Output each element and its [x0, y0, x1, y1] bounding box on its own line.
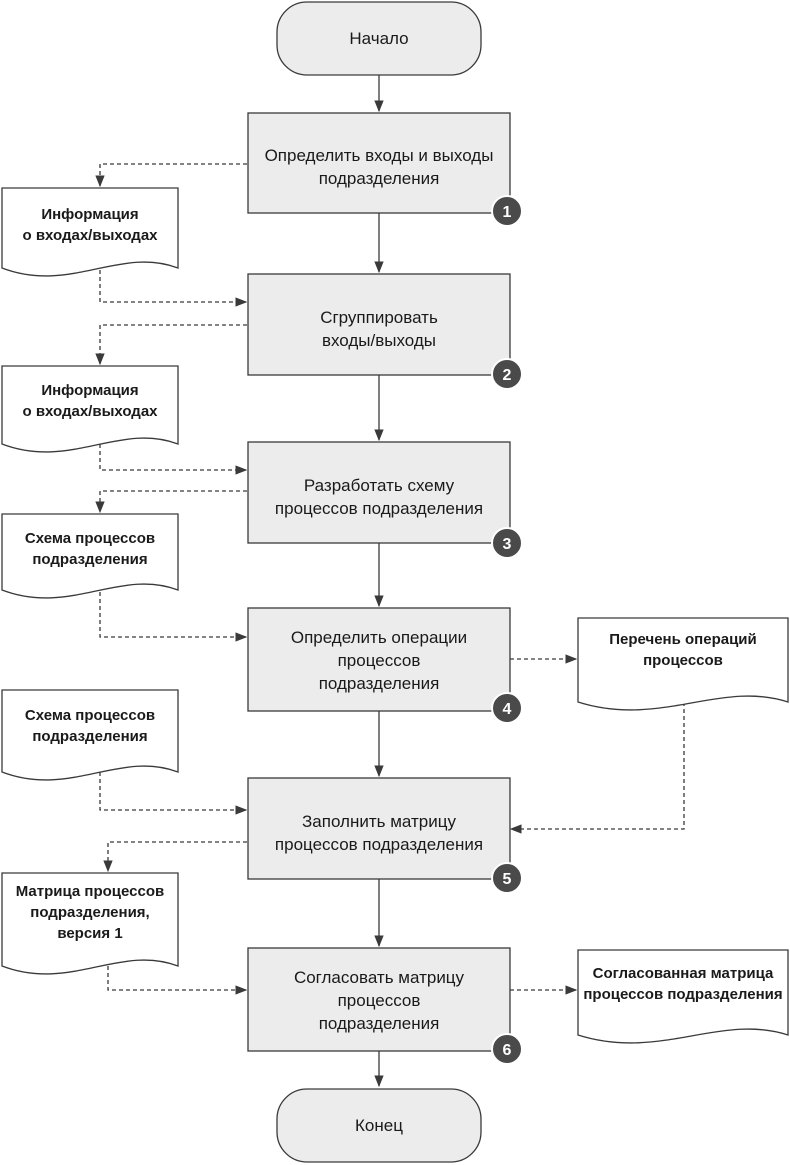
doc-process-scheme-2: Схема процессов подразделения — [1, 689, 179, 781]
terminal-end: Конец — [276, 1088, 482, 1163]
doc-matrix-approved: Согласованная матрица процессов подразде… — [577, 949, 789, 1044]
doc-process-scheme-1-line-2: подразделения — [32, 551, 147, 568]
step-4-label-line-1: Определить операции — [291, 628, 467, 647]
step-6-number-badge — [491, 1033, 523, 1065]
step-6-label-line-3: подразделения — [319, 1014, 440, 1033]
step-1-number-badge — [491, 195, 523, 227]
flow-doc-scheme-1-to-step4 — [99, 592, 248, 642]
step-1-number: 1 — [503, 204, 512, 221]
step-5-label-line-1: Заполнить матрицу — [302, 812, 456, 831]
information-flow-connectors — [95, 163, 685, 995]
doc-operations-list-line-1: Перечень операций — [609, 631, 757, 648]
step-3-label-line-1: Разработать схему — [304, 476, 455, 495]
doc-process-scheme-2-line-1: Схема процессов — [25, 707, 155, 724]
step-4-box: Определить операции процессов подразделе… — [247, 607, 523, 724]
step-5-number-badge — [491, 862, 523, 894]
terminal-start: Начало — [276, 1, 482, 76]
step-1-label-line-1: Определить входы и выходы — [265, 146, 494, 165]
doc-matrix-v1-line-2: подразделения, — [30, 904, 149, 921]
step-5-box: Заполнить матрицу процессов подразделени… — [247, 777, 523, 894]
step-6-label-line-1: Согласовать матрицу — [294, 968, 465, 987]
doc-matrix-approved-line-1: Согласованная матрица — [593, 965, 774, 982]
step-5-label-line-2: процессов подразделения — [275, 835, 483, 854]
doc-process-scheme-1-line-1: Схема процессов — [25, 530, 155, 547]
step-2-number: 2 — [503, 367, 512, 384]
step-1-label-line-2: подразделения — [319, 169, 440, 188]
doc-inout-info-2: Информация о входах/выходах — [1, 365, 179, 453]
step-6-box: Согласовать матрицу процессов подразделе… — [247, 947, 523, 1065]
doc-matrix-v1: Матрица процессов подразделения, версия … — [1, 872, 179, 975]
doc-inout-info-1-line-1: Информация — [41, 206, 138, 223]
terminal-end-label: Конец — [355, 1116, 403, 1135]
step-5-number: 5 — [503, 871, 512, 888]
doc-matrix-v1-line-3: версия 1 — [57, 925, 122, 942]
doc-operations-list-line-2: процессов — [643, 652, 723, 669]
step-4-label-line-3: подразделения — [319, 674, 440, 693]
doc-matrix-v1-line-1: Матрица процессов — [16, 883, 164, 900]
doc-process-scheme-1: Схема процессов подразделения — [1, 513, 179, 599]
doc-inout-info-2-line-1: Информация — [41, 382, 138, 399]
doc-matrix-approved-line-2: процессов подразделения — [583, 986, 782, 1003]
step-2-box: Сгруппировать входы/выходы 2 — [247, 273, 523, 390]
flow-step5-to-doc-matrix-v1 — [103, 841, 247, 873]
flow-doc-scheme-2-to-step5 — [99, 772, 248, 815]
step-3-label-line-2: процессов подразделения — [275, 499, 483, 518]
flow-step3-to-doc-scheme-1 — [95, 490, 247, 514]
doc-inout-info-1-line-2: о входах/выходах — [22, 227, 158, 244]
step-3-number-badge — [491, 527, 523, 559]
flow-doc-operations-to-step5 — [509, 702, 685, 834]
step-3-box: Разработать схему процессов подразделени… — [247, 441, 523, 559]
step-2-number-badge — [491, 358, 523, 390]
doc-operations-list: Перечень операций процессов — [577, 617, 789, 711]
flow-step1-to-doc-inout-1 — [95, 163, 247, 188]
step-4-label-line-2: процессов — [338, 651, 421, 670]
doc-inout-info-2-line-2: о входах/выходах — [22, 403, 158, 420]
doc-process-scheme-2-line-2: подразделения — [32, 728, 147, 745]
step-2-label-line-1: Сгруппировать — [320, 308, 438, 327]
step-3-number: 3 — [503, 536, 512, 553]
flow-doc-inout-1-to-step2 — [99, 270, 248, 307]
step-6-number: 6 — [503, 1042, 512, 1059]
doc-inout-info-1: Информация о входах/выходах — [1, 187, 179, 277]
terminal-start-label: Начало — [349, 29, 408, 48]
flow-doc-matrix-v1-to-step6 — [107, 966, 248, 995]
step-4-number: 4 — [503, 701, 512, 718]
step-6-label-line-2: процессов — [338, 991, 421, 1010]
flow-step2-to-doc-inout-2 — [95, 324, 247, 366]
step-1-box: Определить входы и выходы подразделения … — [247, 112, 523, 227]
step-4-number-badge — [491, 692, 523, 724]
step-2-label-line-2: входы/выходы — [322, 331, 436, 350]
flow-doc-inout-2-to-step3 — [99, 444, 248, 475]
